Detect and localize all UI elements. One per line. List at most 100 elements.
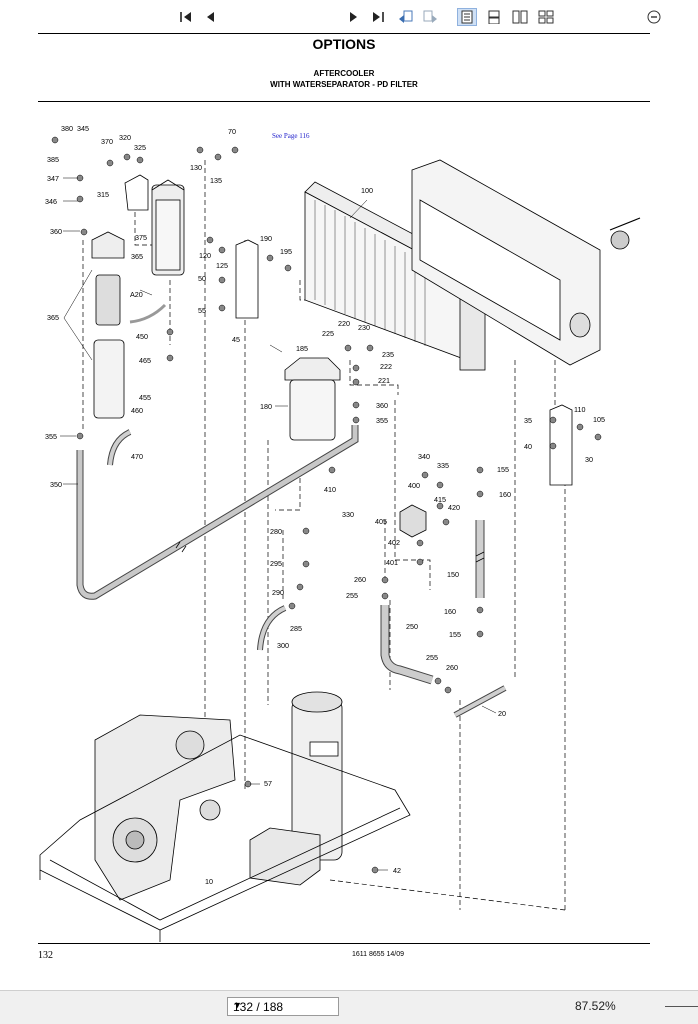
- callout-label: 110: [574, 405, 585, 414]
- callout-label: 330: [342, 510, 354, 519]
- callout-label: A20: [130, 290, 143, 299]
- callout-label: 365: [131, 252, 143, 261]
- first-page-icon: [180, 12, 191, 22]
- go-forward-button[interactable]: [420, 8, 440, 26]
- callout-label: 70: [228, 127, 236, 136]
- two-page-view-button[interactable]: [510, 8, 530, 26]
- first-page-button[interactable]: [177, 8, 195, 26]
- two-page-continuous-view-button[interactable]: [536, 8, 556, 26]
- callout-label: 10: [205, 877, 213, 886]
- callout-label: 355: [376, 416, 388, 425]
- single-page-view-button[interactable]: [457, 8, 477, 26]
- callout-label: 345: [77, 124, 89, 133]
- callout-label: 135: [210, 176, 222, 185]
- document-reference: 1611 8655 14/09: [352, 951, 405, 958]
- callout-label: 300: [277, 641, 289, 650]
- callout-label: 225: [322, 329, 334, 338]
- callout-label: 190: [260, 234, 272, 243]
- continuous-icon: [488, 10, 500, 24]
- callout-label: 420: [448, 503, 460, 512]
- zoom-slider[interactable]: [665, 1006, 698, 1007]
- zoom-out-icon: [647, 10, 661, 24]
- page-number-value: 132 / 188: [233, 1000, 284, 1014]
- callout-label: 400: [408, 481, 420, 490]
- callout-label: 410: [324, 485, 336, 494]
- next-page-icon: [350, 12, 357, 22]
- page-subtitle-1: AFTERCOOLER: [313, 69, 375, 78]
- callout-label: 35: [524, 416, 532, 425]
- go-back-button[interactable]: [396, 8, 416, 26]
- callout-label: 470: [131, 452, 143, 461]
- page-number: 132: [38, 950, 53, 961]
- callout-label: 455: [139, 393, 151, 402]
- zoom-level[interactable]: 87.52%: [575, 999, 616, 1013]
- page-subtitle-2: WITH WATERSEPARATOR - PD FILTER: [270, 80, 418, 89]
- callout-label: 450: [136, 332, 148, 341]
- callout-label: 375: [135, 233, 147, 242]
- previous-page-icon: [207, 12, 214, 22]
- go-forward-icon: [423, 10, 437, 23]
- go-back-icon: [399, 10, 413, 23]
- callout-label: 325: [134, 143, 146, 152]
- callout-label: 230: [358, 323, 370, 332]
- callout-label: 385: [47, 155, 59, 164]
- next-page-button[interactable]: [345, 8, 363, 26]
- callout-label: 402: [388, 538, 400, 547]
- single-page-icon: [461, 10, 473, 24]
- callout-label: 401: [386, 558, 398, 567]
- callout-label: 360: [50, 227, 62, 236]
- viewer-toolbar: [0, 990, 698, 1024]
- callout-label: 155: [449, 630, 461, 639]
- callout-label: 335: [437, 461, 449, 470]
- callout-label: 30: [585, 455, 593, 464]
- callout-label: 150: [447, 570, 459, 579]
- callout-label: 42: [393, 866, 401, 875]
- callout-label: 160: [444, 607, 456, 616]
- callout-label: 350: [50, 480, 62, 489]
- chevron-down-icon[interactable]: ▼: [233, 1000, 242, 1010]
- callout-label: 220: [338, 319, 350, 328]
- callout-label: 120: [199, 251, 211, 260]
- callout-label: 415: [434, 495, 446, 504]
- callout-label: 355: [45, 432, 57, 441]
- callout-label: 365: [47, 313, 59, 322]
- callout-label: 50: [198, 274, 206, 283]
- callout-label: 185: [296, 344, 308, 353]
- callout-label: 20: [498, 709, 506, 718]
- callout-label: 285: [290, 624, 302, 633]
- header-rule: [38, 101, 650, 102]
- last-page-icon: [373, 12, 384, 22]
- callout-label: 180: [260, 402, 272, 411]
- callout-label: 346: [45, 197, 57, 206]
- callout-label: 465: [139, 356, 151, 365]
- callout-label: 105: [593, 415, 605, 424]
- callout-label: 255: [426, 653, 438, 662]
- previous-page-button[interactable]: [201, 8, 219, 26]
- callout-label: 370: [101, 137, 113, 146]
- callout-label: 460: [131, 406, 143, 415]
- callout-label: 100: [361, 186, 373, 195]
- callout-label: 221: [378, 376, 390, 385]
- callout-label: 45: [232, 335, 240, 344]
- footer-rule: [38, 943, 650, 944]
- document-page: OPTIONS AFTERCOOLER WITH WATERSEPARATOR …: [38, 33, 650, 961]
- callout-label: 222: [380, 362, 392, 371]
- callout-label: 255: [346, 591, 358, 600]
- callout-label: 130: [190, 163, 202, 172]
- callout-label: 57: [264, 779, 272, 788]
- callout-label: 340: [418, 452, 430, 461]
- callout-label: 290: [272, 588, 284, 597]
- zoom-out-button[interactable]: [645, 8, 663, 26]
- last-page-button[interactable]: [369, 8, 387, 26]
- callout-label: 155: [497, 465, 509, 474]
- callout-label: 405: [375, 517, 387, 526]
- callout-label: 250: [406, 622, 418, 631]
- continuous-view-button[interactable]: [484, 8, 504, 26]
- see-page-link[interactable]: See Page 116: [272, 132, 310, 140]
- page-number-input[interactable]: 132 / 188 ▼: [227, 997, 339, 1016]
- callout-label: 195: [280, 247, 292, 256]
- callout-label: 280: [270, 527, 282, 536]
- callout-label: 260: [354, 575, 366, 584]
- callout-label: 360: [376, 401, 388, 410]
- top-rule: [38, 33, 650, 34]
